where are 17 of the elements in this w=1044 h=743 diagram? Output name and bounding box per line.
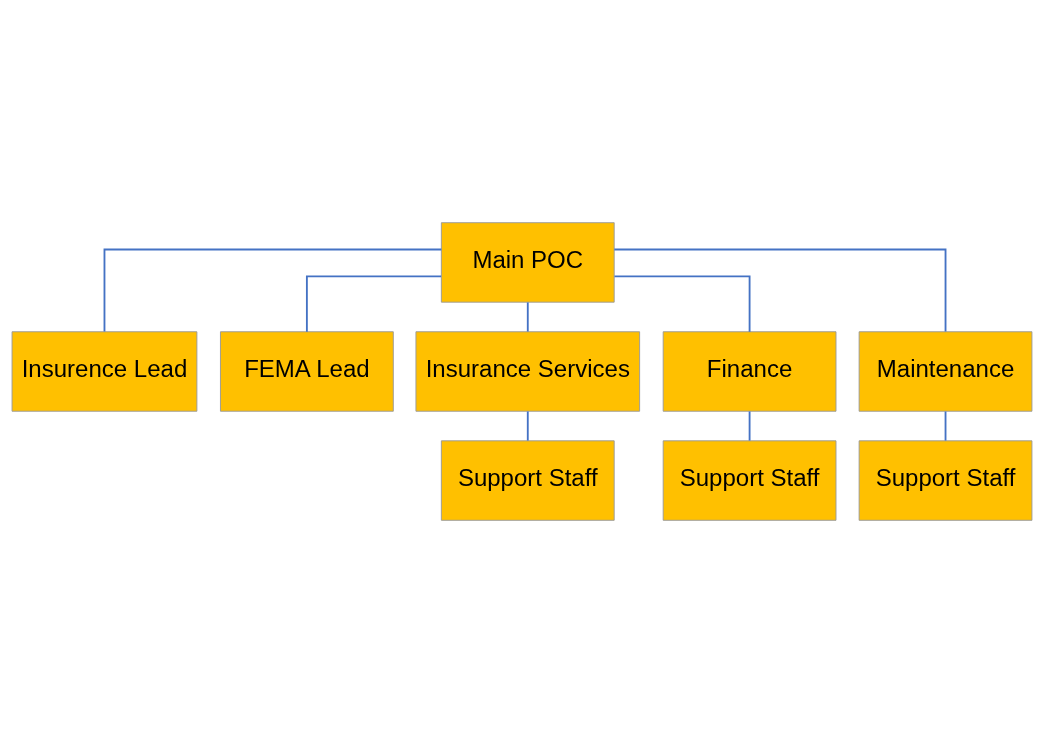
connector [103, 248, 443, 333]
node-box: Insurance Services [415, 331, 641, 412]
node-box: Maintenance [858, 331, 1033, 412]
connector [748, 410, 751, 442]
connector [526, 301, 529, 333]
node-box: Finance [662, 331, 837, 412]
node-box: Insurence Lead [11, 331, 198, 412]
connector [305, 275, 443, 333]
node-box: Support Staff [440, 440, 615, 521]
node-box: Main POC [440, 222, 615, 303]
node-box: Support Staff [858, 440, 1033, 521]
connector [526, 410, 529, 442]
connector [613, 275, 751, 333]
node-box: FEMA Lead [220, 331, 394, 412]
connector [613, 248, 947, 333]
connector [944, 410, 947, 442]
node-box: Support Staff [662, 440, 837, 521]
